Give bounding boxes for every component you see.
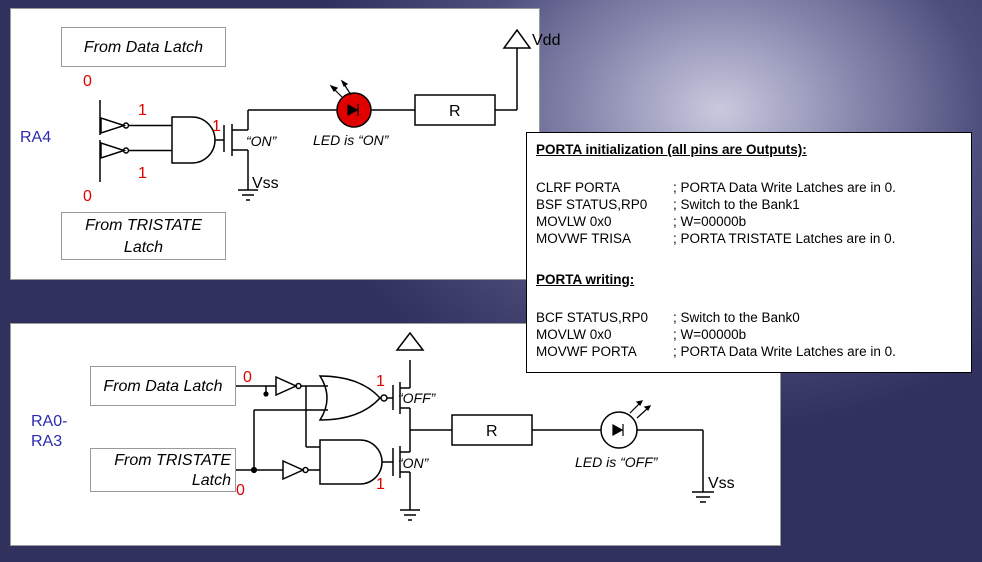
pin-label-line1: RA0- bbox=[31, 413, 68, 430]
tristate-label-line1: From TRISTATE bbox=[85, 217, 202, 234]
bit-buf1-top: 1 bbox=[138, 102, 147, 119]
code-line-comment: ; PORTA TRISTATE Latches are in 0. bbox=[673, 231, 896, 246]
bit-data-bottom: 0 bbox=[243, 369, 252, 386]
pin-label-ra4: RA4 bbox=[20, 129, 52, 146]
vdd-label: Vdd bbox=[532, 32, 560, 49]
bit-tristate-top: 0 bbox=[83, 188, 92, 205]
code-line-cmd: MOVLW 0x0 bbox=[536, 214, 612, 229]
code-line-cmd: CLRF PORTA bbox=[536, 180, 621, 195]
led-state-top: LED is “ON” bbox=[313, 132, 390, 148]
pin-label-ra0-ra3: RA0- RA3 bbox=[31, 412, 67, 452]
code-line-comment: ; PORTA Data Write Latches are in 0. bbox=[673, 180, 896, 195]
resistor-label-top: R bbox=[449, 103, 461, 120]
vss-label-top: Vss bbox=[252, 175, 279, 192]
code-line-comment: ; Switch to the Bank0 bbox=[673, 310, 800, 325]
tristate-latch-box-top: From TRISTATE Latch bbox=[61, 212, 226, 260]
code-line-comment: ; W=00000b bbox=[673, 327, 747, 342]
transistor-state-top: “ON” bbox=[246, 133, 278, 149]
code-line-comment: ; PORTA Data Write Latches are in 0. bbox=[673, 344, 896, 359]
tristate-latch-box-bottom: From TRISTATE Latch bbox=[90, 448, 236, 492]
code-line-cmd: MOVLW 0x0 bbox=[536, 327, 612, 342]
bit-data-top: 0 bbox=[83, 73, 92, 90]
porta-code-box: PORTA initialization (all pins are Outpu… bbox=[526, 132, 972, 373]
bit-buf2-top: 1 bbox=[138, 165, 147, 182]
pin-label-line2: RA3 bbox=[31, 433, 63, 450]
vss-label-bottom: Vss bbox=[708, 475, 735, 492]
led-state-bottom: LED is “OFF” bbox=[575, 454, 659, 470]
tristate-label-line1: From TRISTATE bbox=[114, 452, 231, 469]
write-header: PORTA writing: bbox=[536, 272, 635, 287]
code-line-cmd: MOVWF TRISA bbox=[536, 231, 632, 246]
tristate-label-line2: Latch bbox=[123, 239, 164, 256]
bit-and-out-bottom: 1 bbox=[376, 476, 385, 493]
bit-or-out-bottom: 1 bbox=[376, 373, 385, 390]
data-latch-box-top: From Data Latch bbox=[61, 27, 226, 67]
code-line-cmd: MOVWF PORTA bbox=[536, 344, 637, 359]
code-line-comment: ; W=00000b bbox=[673, 214, 747, 229]
init-header: PORTA initialization (all pins are Outpu… bbox=[536, 142, 807, 157]
code-line-cmd: BCF STATUS,RP0 bbox=[536, 310, 649, 325]
lower-transistor-state: “ON” bbox=[398, 455, 430, 471]
code-line-cmd: BSF STATUS,RP0 bbox=[536, 197, 648, 212]
resistor-label-bottom: R bbox=[486, 423, 498, 440]
tristate-label-line2: Latch bbox=[191, 472, 231, 489]
bit-and-out-top: 1 bbox=[212, 118, 221, 135]
data-latch-box-bottom: From Data Latch bbox=[90, 366, 236, 406]
upper-transistor-state: “OFF” bbox=[398, 390, 437, 406]
bit-tristate-bottom: 0 bbox=[236, 482, 245, 499]
code-line-comment: ; Switch to the Bank1 bbox=[673, 197, 800, 212]
